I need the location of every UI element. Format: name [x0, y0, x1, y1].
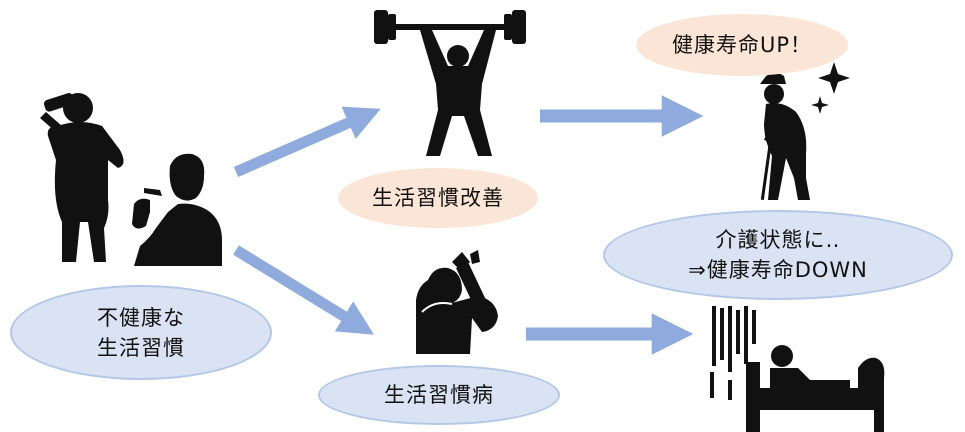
node-disease-label: 生活習慣病	[384, 383, 494, 407]
arrow-unhealthy-to-improvement	[233, 106, 381, 178]
node-healthy-life-up: 健康寿命UP！	[636, 14, 848, 76]
sparkle-icon	[811, 62, 850, 114]
node-life-up-label: 健康寿命UP！	[671, 33, 813, 57]
node-unhealthy-label: 不健康な 生活習慣	[97, 305, 185, 360]
headache-man-icon	[416, 250, 498, 354]
elderly-with-cane-icon	[760, 73, 810, 200]
node-lifestyle-improvement: 生活習慣改善	[338, 168, 538, 228]
drinking-man-icon	[40, 93, 124, 262]
node-care-state: 介護状態に‥ ⇒健康寿命DOWN	[603, 210, 953, 300]
node-unhealthy-lifestyle: 不健康な 生活習慣	[10, 285, 272, 380]
bedridden-person-icon	[710, 306, 885, 432]
node-improvement-label: 生活習慣改善	[372, 186, 504, 210]
smoking-man-icon	[132, 153, 222, 266]
weightlifter-icon	[374, 10, 526, 156]
node-lifestyle-disease: 生活習慣病	[318, 365, 560, 425]
node-care-label: 介護状態に‥ ⇒健康寿命DOWN	[688, 228, 868, 282]
arrow-unhealthy-to-disease	[233, 245, 374, 335]
